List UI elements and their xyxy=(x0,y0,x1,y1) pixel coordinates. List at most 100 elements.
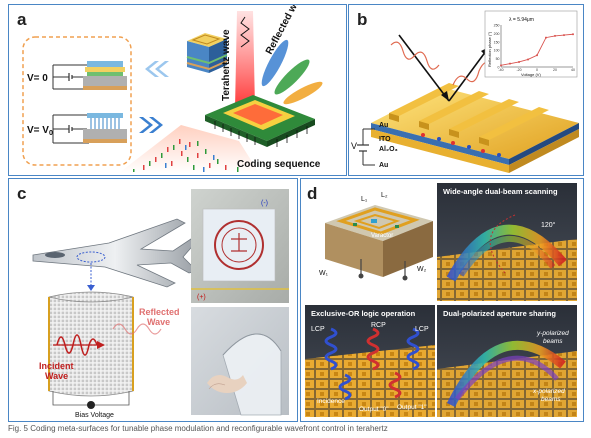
inset-point xyxy=(500,64,502,67)
reflected-wave-trace xyxy=(112,323,162,335)
inset-point xyxy=(509,62,511,65)
figure-caption: Fig. 5 Coding meta-surfaces for tunable … xyxy=(8,424,388,433)
inset-xlabel: Voltage (V) xyxy=(521,72,541,77)
xor-title: Exclusive-OR logic operation xyxy=(311,309,416,318)
inset-plot xyxy=(500,25,574,68)
coding-marks xyxy=(133,139,239,172)
wave-squiggle-icon xyxy=(240,16,250,48)
lcp-left-label: LCP xyxy=(311,326,325,333)
fighter-jet xyxy=(32,218,198,288)
inset-xtick: 0 xyxy=(536,68,538,72)
inset-point xyxy=(563,34,565,37)
voltage-zero-label: V= 0 xyxy=(27,73,48,84)
bias-circuit xyxy=(357,128,375,166)
reflected-arrow xyxy=(448,46,490,102)
inset-xtick: 40 xyxy=(571,68,575,72)
voltage-label: V xyxy=(351,141,357,151)
incident-wave xyxy=(390,41,440,70)
inset-xtick: -40 xyxy=(498,68,503,72)
inset-point xyxy=(572,33,574,36)
inset-point xyxy=(545,36,547,39)
output1-label: Output "1" xyxy=(397,404,427,411)
inset-yticks: 250 200 150 100 50 0 xyxy=(494,24,500,70)
panel-d-figure: d L₁ L₂ W₁ W₂ Varactor Wi xyxy=(305,183,577,417)
inset-ytick: 50 xyxy=(496,57,500,61)
panel-a-figure: a V= 0 xyxy=(17,5,323,173)
xor-panel xyxy=(305,305,435,417)
inset-title: λ = 5.94μm xyxy=(509,17,534,23)
inset-ytick: 200 xyxy=(494,32,500,36)
coding-field xyxy=(119,125,259,173)
inset-point xyxy=(518,60,520,63)
chevron-left-icon xyxy=(145,61,169,77)
terahertz-label: Terahertz wave xyxy=(221,29,232,101)
voltage-v0-circuit xyxy=(52,113,127,144)
panel-d: d L₁ L₂ W₁ W₂ Varactor Wi xyxy=(300,178,584,422)
inset-ylabel: Reflection phase (°) xyxy=(487,31,492,67)
scan-panel xyxy=(437,183,577,301)
rcp-label: RCP xyxy=(371,322,386,329)
unit-cell-cube xyxy=(186,33,228,73)
voltage-zero-circuit xyxy=(52,61,127,90)
chevron-right-icon xyxy=(139,117,163,133)
curved-metasurface xyxy=(48,291,134,397)
metasurface-chip xyxy=(205,95,315,147)
panel-letter: d xyxy=(307,184,317,203)
voltage-v0-label: V= V0 xyxy=(27,125,53,137)
inset-xtick: -20 xyxy=(516,68,521,72)
inset-ytick: 250 xyxy=(494,24,500,28)
lcp-right-label: LCP xyxy=(415,326,429,333)
panel-letter: a xyxy=(17,10,27,29)
photo-flat-sample xyxy=(191,189,289,303)
layer-au-bottom: Au xyxy=(379,162,388,169)
incident-arrow-head xyxy=(441,91,449,101)
inset-ytick: 100 xyxy=(494,49,500,53)
inset-chart: λ = 5.94μm Reflection phase (°) Voltage … xyxy=(484,10,578,78)
angle-label: 120° xyxy=(541,221,556,229)
panel-letter: b xyxy=(357,10,367,29)
dim-w2: W₂ xyxy=(417,266,427,273)
inset-point xyxy=(554,34,556,37)
minus-label: (-) xyxy=(261,200,268,207)
dim-l1: L₁ xyxy=(361,196,368,203)
panel-b: b xyxy=(348,4,584,176)
coding-label: Coding sequence xyxy=(237,159,321,170)
panel-b-figure: b xyxy=(351,10,579,173)
incidence-label: Incidence xyxy=(317,398,345,405)
scan-title: Wide-angle dual-beam scanning xyxy=(443,187,558,196)
reflected-beams xyxy=(261,39,323,105)
bias-source-icon xyxy=(87,401,95,409)
aperture-panel xyxy=(437,305,577,417)
inset-axes xyxy=(500,25,573,68)
terahertz-beam xyxy=(235,11,255,109)
varactor-label: Varactor xyxy=(371,233,393,239)
incident-arrow-icon xyxy=(97,341,105,349)
photo-bent-sample xyxy=(191,307,289,416)
layer-au-top: Au xyxy=(379,122,388,129)
bias-label: Bias Voltage xyxy=(75,412,114,419)
inset-ytick: 0 xyxy=(498,66,500,70)
panel-a: a V= 0 xyxy=(8,4,347,176)
dim-l2: L₂ xyxy=(381,192,388,199)
layer-ito: ITO xyxy=(379,136,391,143)
inset-point xyxy=(536,54,538,57)
dim-w1: W₁ xyxy=(319,270,329,277)
inset-xticks: -40 -20 0 20 40 xyxy=(498,68,575,72)
layer-al2o3: Al₂O₃ xyxy=(379,146,398,153)
incident-arrow xyxy=(398,34,450,102)
plus-label: (+) xyxy=(197,294,206,301)
inset-xtick: 20 xyxy=(553,68,557,72)
unit-cell xyxy=(325,205,433,281)
aperture-title: Dual-polarized aperture sharing xyxy=(443,309,556,318)
incident-wave-trace xyxy=(56,334,98,356)
state-box xyxy=(22,36,132,166)
panel-letter: c xyxy=(17,184,26,203)
inset-ytick: 150 xyxy=(494,40,500,44)
inset-point xyxy=(527,58,529,61)
